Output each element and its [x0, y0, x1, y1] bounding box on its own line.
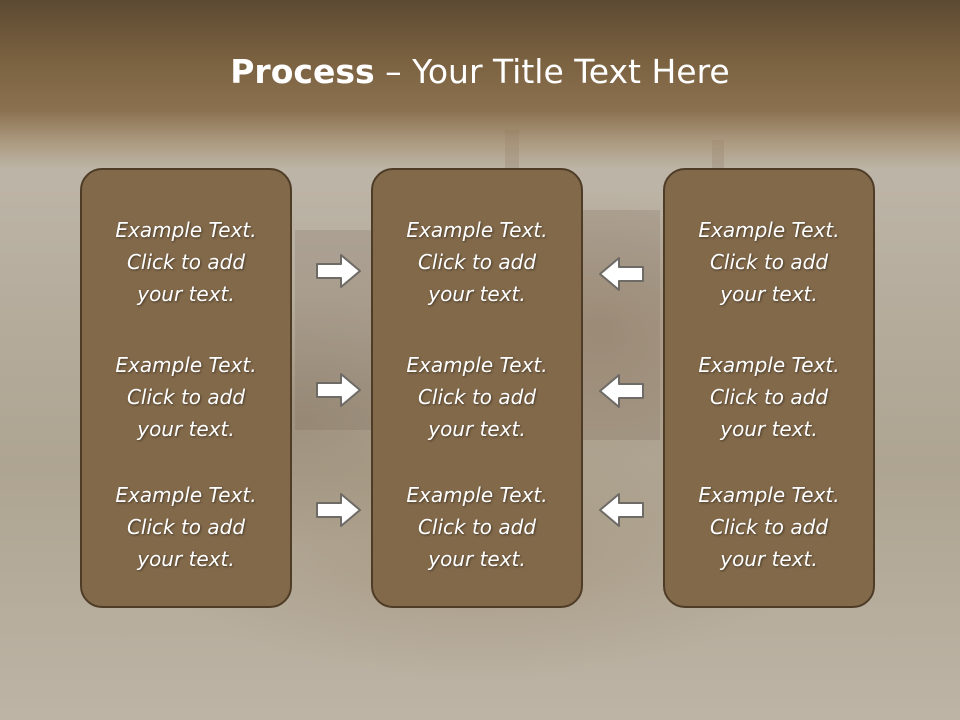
text-block[interactable]: Example Text. Click to add your text. [82, 349, 290, 445]
text-line: Click to add [709, 385, 829, 409]
text-block[interactable]: Example Text. Click to add your text. [373, 349, 581, 445]
text-line: Example Text. [115, 353, 257, 377]
right-arrow-icon[interactable] [315, 371, 363, 409]
text-line: your text. [428, 417, 526, 441]
text-line: Example Text. [115, 218, 257, 242]
text-line: Example Text. [406, 483, 548, 507]
text-line: Click to add [126, 385, 246, 409]
text-line: Example Text. [406, 218, 548, 242]
text-block[interactable]: Example Text. Click to add your text. [665, 479, 873, 575]
text-line: Click to add [709, 250, 829, 274]
process-box-left[interactable]: Example Text. Click to add your text. Ex… [80, 168, 292, 608]
text-line: Example Text. [406, 353, 548, 377]
text-block[interactable]: Example Text. Click to add your text. [82, 479, 290, 575]
text-block[interactable]: Example Text. Click to add your text. [665, 214, 873, 310]
slide-title[interactable]: Process – Your Title Text Here [0, 52, 960, 91]
text-line: your text. [720, 282, 818, 306]
text-line: Click to add [126, 515, 246, 539]
text-line: your text. [720, 547, 818, 571]
right-arrow-icon[interactable] [315, 491, 363, 529]
text-block[interactable]: Example Text. Click to add your text. [373, 214, 581, 310]
text-line: Example Text. [115, 483, 257, 507]
text-line: your text. [720, 417, 818, 441]
text-line: Example Text. [698, 218, 840, 242]
text-line: Click to add [417, 385, 537, 409]
left-arrow-icon[interactable] [597, 491, 645, 529]
text-line: Click to add [126, 250, 246, 274]
right-arrow-icon[interactable] [315, 252, 363, 290]
process-box-right[interactable]: Example Text. Click to add your text. Ex… [663, 168, 875, 608]
text-line: Click to add [417, 250, 537, 274]
text-line: Example Text. [698, 483, 840, 507]
header-band [0, 0, 960, 170]
text-line: your text. [137, 282, 235, 306]
text-block[interactable]: Example Text. Click to add your text. [373, 479, 581, 575]
left-arrow-icon[interactable] [597, 255, 645, 293]
text-line: your text. [137, 547, 235, 571]
text-line: Example Text. [698, 353, 840, 377]
title-bold: Process [230, 52, 375, 91]
text-block[interactable]: Example Text. Click to add your text. [665, 349, 873, 445]
text-block[interactable]: Example Text. Click to add your text. [82, 214, 290, 310]
text-line: your text. [137, 417, 235, 441]
text-line: Click to add [709, 515, 829, 539]
process-box-middle[interactable]: Example Text. Click to add your text. Ex… [371, 168, 583, 608]
title-rest: – Your Title Text Here [374, 52, 730, 91]
text-line: Click to add [417, 515, 537, 539]
text-line: your text. [428, 547, 526, 571]
text-line: your text. [428, 282, 526, 306]
left-arrow-icon[interactable] [597, 372, 645, 410]
